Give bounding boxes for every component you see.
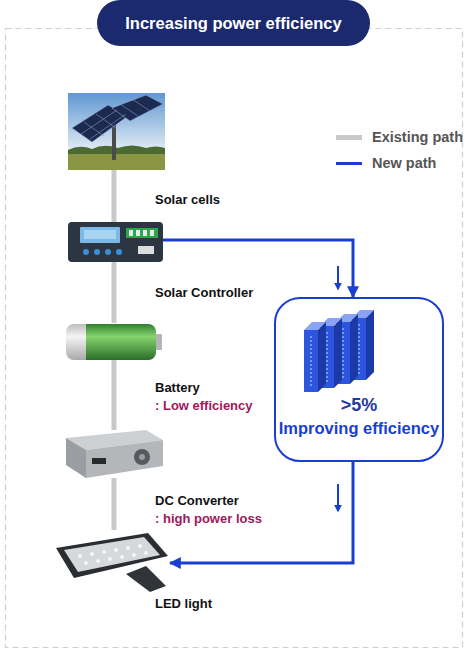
legend-row: New path xyxy=(336,152,466,174)
component-node: DC Converter: high power loss xyxy=(64,430,163,478)
efficiency-box: >5%Improving efficiency xyxy=(274,297,444,462)
legend-swatch xyxy=(336,135,362,140)
node-note: Improving efficiency xyxy=(276,417,442,439)
node-note: : Low efficiency xyxy=(155,397,253,415)
node-label: Battery xyxy=(155,379,200,397)
node-note: : high power loss xyxy=(155,510,262,528)
battery-picture xyxy=(66,324,162,360)
legend-row: Existing path xyxy=(336,126,466,148)
title-pill: Increasing power efficiency xyxy=(97,0,370,46)
direction-arrow xyxy=(338,266,339,511)
title: Increasing power efficiency xyxy=(125,14,341,32)
legend-swatch xyxy=(336,162,362,165)
led-lamp-picture xyxy=(56,533,168,592)
legend-label: New path xyxy=(372,152,436,174)
component-node: Solar cells xyxy=(68,93,165,170)
controller-picture xyxy=(68,222,163,262)
node-label: >5% xyxy=(276,394,442,416)
component-node: Solar Controller xyxy=(68,222,163,262)
cells-picture xyxy=(304,310,374,392)
component-node: LED light xyxy=(52,530,170,592)
component-node: Battery: Low efficiency xyxy=(66,323,162,360)
connector xyxy=(112,360,117,430)
node-label: DC Converter xyxy=(155,492,239,510)
node-label: LED light xyxy=(155,595,212,613)
legend: Existing pathNew path xyxy=(336,126,466,186)
connector xyxy=(112,170,117,222)
connector xyxy=(112,478,117,530)
connector xyxy=(112,262,117,323)
node-label: Solar cells xyxy=(155,191,220,209)
solar-panel-photo xyxy=(68,93,165,170)
node-label: Solar Controller xyxy=(155,284,253,302)
dashed-frame xyxy=(6,29,463,648)
converter-picture xyxy=(66,430,163,478)
legend-label: Existing path xyxy=(372,126,463,148)
